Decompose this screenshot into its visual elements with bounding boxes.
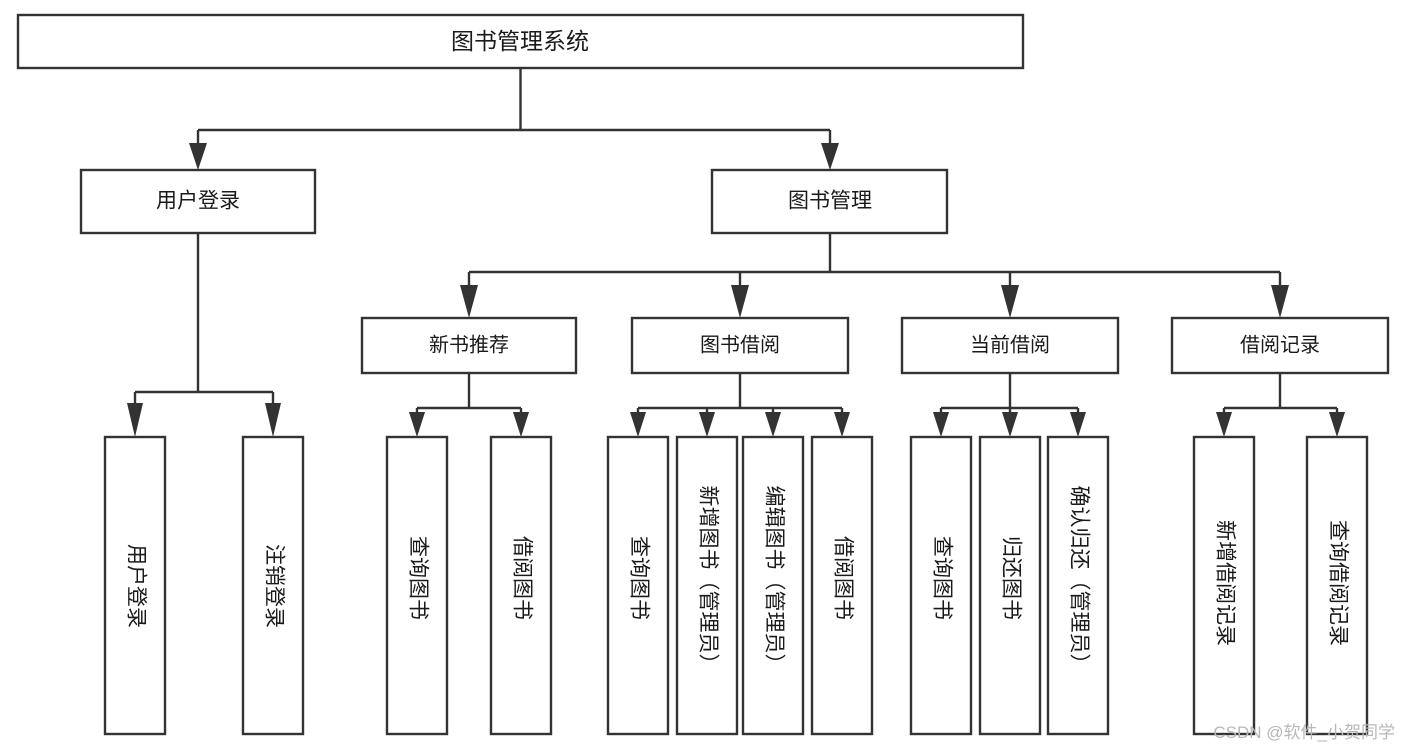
node-leaf-borrow-book-1-label: 借阅图书 [510, 536, 533, 620]
node-leaf-edit-book[interactable]: 编辑图书（管理员） [741, 435, 805, 736]
arrow-head-leaf-borrow-book-2 [834, 412, 850, 437]
node-leaf-confirm-return[interactable]: 确认归还（管理员） [1046, 435, 1110, 736]
arrow-head-borrow-record [1271, 285, 1289, 318]
arrow-head-new-book [460, 285, 478, 318]
arrow-head-leaf-add-record [1216, 412, 1232, 437]
node-leaf-add-record[interactable]: 新增借阅记录 [1192, 435, 1256, 736]
connector-group-book-borrow-to-leaves [630, 373, 850, 437]
arrow-head-leaf-edit-book [765, 412, 781, 437]
node-leaf-query-book-2-box[interactable] [606, 435, 670, 736]
node-root-box[interactable] [16, 13, 1025, 70]
node-leaf-borrow-book-2[interactable]: 借阅图书 [810, 435, 874, 736]
node-root[interactable]: 图书管理系统 [16, 13, 1025, 70]
node-borrow-record-label: 借阅记录 [1240, 333, 1320, 356]
node-book-manage[interactable]: 图书管理 [710, 168, 949, 235]
node-leaf-query-book-3[interactable]: 查询图书 [909, 435, 973, 736]
node-leaf-add-record-box[interactable] [1192, 435, 1256, 736]
node-leaf-add-book[interactable]: 新增图书（管理员） [675, 435, 739, 736]
node-leaf-user-login-label: 用户登录 [124, 544, 147, 628]
node-leaf-add-book-label: 新增图书（管理员） [696, 486, 719, 675]
arrow-head-leaf-return-book [1002, 412, 1018, 437]
arrow-head-book-borrow [731, 285, 749, 318]
node-current-borrow[interactable]: 当前借阅 [900, 316, 1120, 375]
node-leaf-user-login[interactable]: 用户登录 [103, 435, 167, 736]
connector-group-new-book-to-leaves [409, 373, 529, 437]
node-leaf-logout-login-label: 注销登录 [262, 544, 285, 628]
arrow-head-leaf-query-record [1329, 412, 1345, 437]
node-leaf-edit-book-label: 编辑图书（管理员） [762, 486, 785, 675]
node-leaf-add-record-label: 新增借阅记录 [1213, 520, 1236, 646]
node-leaf-borrow-book-2-box[interactable] [810, 435, 874, 736]
connector-group-root-to-level1 [189, 68, 839, 170]
node-leaf-user-login-box[interactable] [103, 435, 167, 736]
node-leaf-borrow-book-1-box[interactable] [489, 435, 553, 736]
node-leaf-query-book-2-label: 查询图书 [627, 536, 650, 620]
node-current-borrow-label: 当前借阅 [970, 333, 1050, 356]
arrow-head-current-borrow [1001, 285, 1019, 318]
arrow-head-user-login [189, 143, 207, 170]
node-leaf-query-book-3-box[interactable] [909, 435, 973, 736]
node-new-book-recommend[interactable]: 新书推荐 [360, 316, 578, 375]
node-user-login-box[interactable] [79, 168, 317, 235]
arrow-head-leaf-query-book-2 [630, 412, 646, 437]
connector-group-current-borrow-to-leaves [933, 373, 1086, 437]
arrow-head-leaf-logout [265, 403, 281, 437]
node-leaf-query-record[interactable]: 查询借阅记录 [1305, 435, 1369, 736]
arrow-head-leaf-borrow-book-1 [513, 412, 529, 437]
node-new-book-recommend-box[interactable] [360, 316, 578, 375]
node-leaf-logout-login[interactable]: 注销登录 [241, 435, 305, 736]
connector-group-borrow-record-to-leaves [1216, 373, 1345, 437]
node-leaf-query-book-1-box[interactable] [385, 435, 449, 736]
node-leaf-confirm-return-box[interactable] [1046, 435, 1110, 736]
node-current-borrow-box[interactable] [900, 316, 1120, 375]
node-leaf-query-book-2[interactable]: 查询图书 [606, 435, 670, 736]
node-leaf-query-book-1[interactable]: 查询图书 [385, 435, 449, 736]
node-borrow-record-box[interactable] [1170, 316, 1390, 375]
node-root-label: 图书管理系统 [451, 28, 589, 54]
node-leaf-return-book-box[interactable] [978, 435, 1042, 736]
connector-group-user-login-to-leaves [127, 233, 281, 437]
arrow-head-leaf-confirm-return [1070, 412, 1086, 437]
node-user-login-label: 用户登录 [156, 190, 240, 213]
node-book-borrow-label: 图书借阅 [700, 333, 780, 356]
node-user-login[interactable]: 用户登录 [79, 168, 317, 235]
connector-group-book-manage-to-level2 [460, 233, 1289, 318]
node-leaf-add-book-box[interactable] [675, 435, 739, 736]
node-book-manage-label: 图书管理 [788, 190, 872, 213]
arrow-head-leaf-query-book-3 [933, 412, 949, 437]
arrow-head-leaf-add-book [699, 412, 715, 437]
node-leaf-logout-login-box[interactable] [241, 435, 305, 736]
arrow-head-book-manage [821, 143, 839, 170]
node-leaf-query-book-1-label: 查询图书 [406, 536, 429, 620]
node-leaf-return-book[interactable]: 归还图书 [978, 435, 1042, 736]
node-leaf-return-book-label: 归还图书 [999, 536, 1022, 620]
node-borrow-record[interactable]: 借阅记录 [1170, 316, 1390, 375]
node-book-manage-box[interactable] [710, 168, 949, 235]
node-leaf-edit-book-box[interactable] [741, 435, 805, 736]
node-leaf-query-record-box[interactable] [1305, 435, 1369, 736]
node-leaf-query-record-label: 查询借阅记录 [1326, 520, 1349, 646]
node-leaf-query-book-3-label: 查询图书 [930, 536, 953, 620]
node-leaf-borrow-book-2-label: 借阅图书 [831, 536, 854, 620]
node-book-borrow[interactable]: 图书借阅 [630, 316, 850, 375]
node-leaf-borrow-book-1[interactable]: 借阅图书 [489, 435, 553, 736]
node-leaf-confirm-return-label: 确认归还（管理员） [1067, 486, 1090, 675]
arrow-head-leaf-query-book-1 [409, 412, 425, 437]
node-new-book-recommend-label: 新书推荐 [429, 333, 509, 356]
arrow-head-leaf-user-login [127, 403, 143, 437]
node-book-borrow-box[interactable] [630, 316, 850, 375]
